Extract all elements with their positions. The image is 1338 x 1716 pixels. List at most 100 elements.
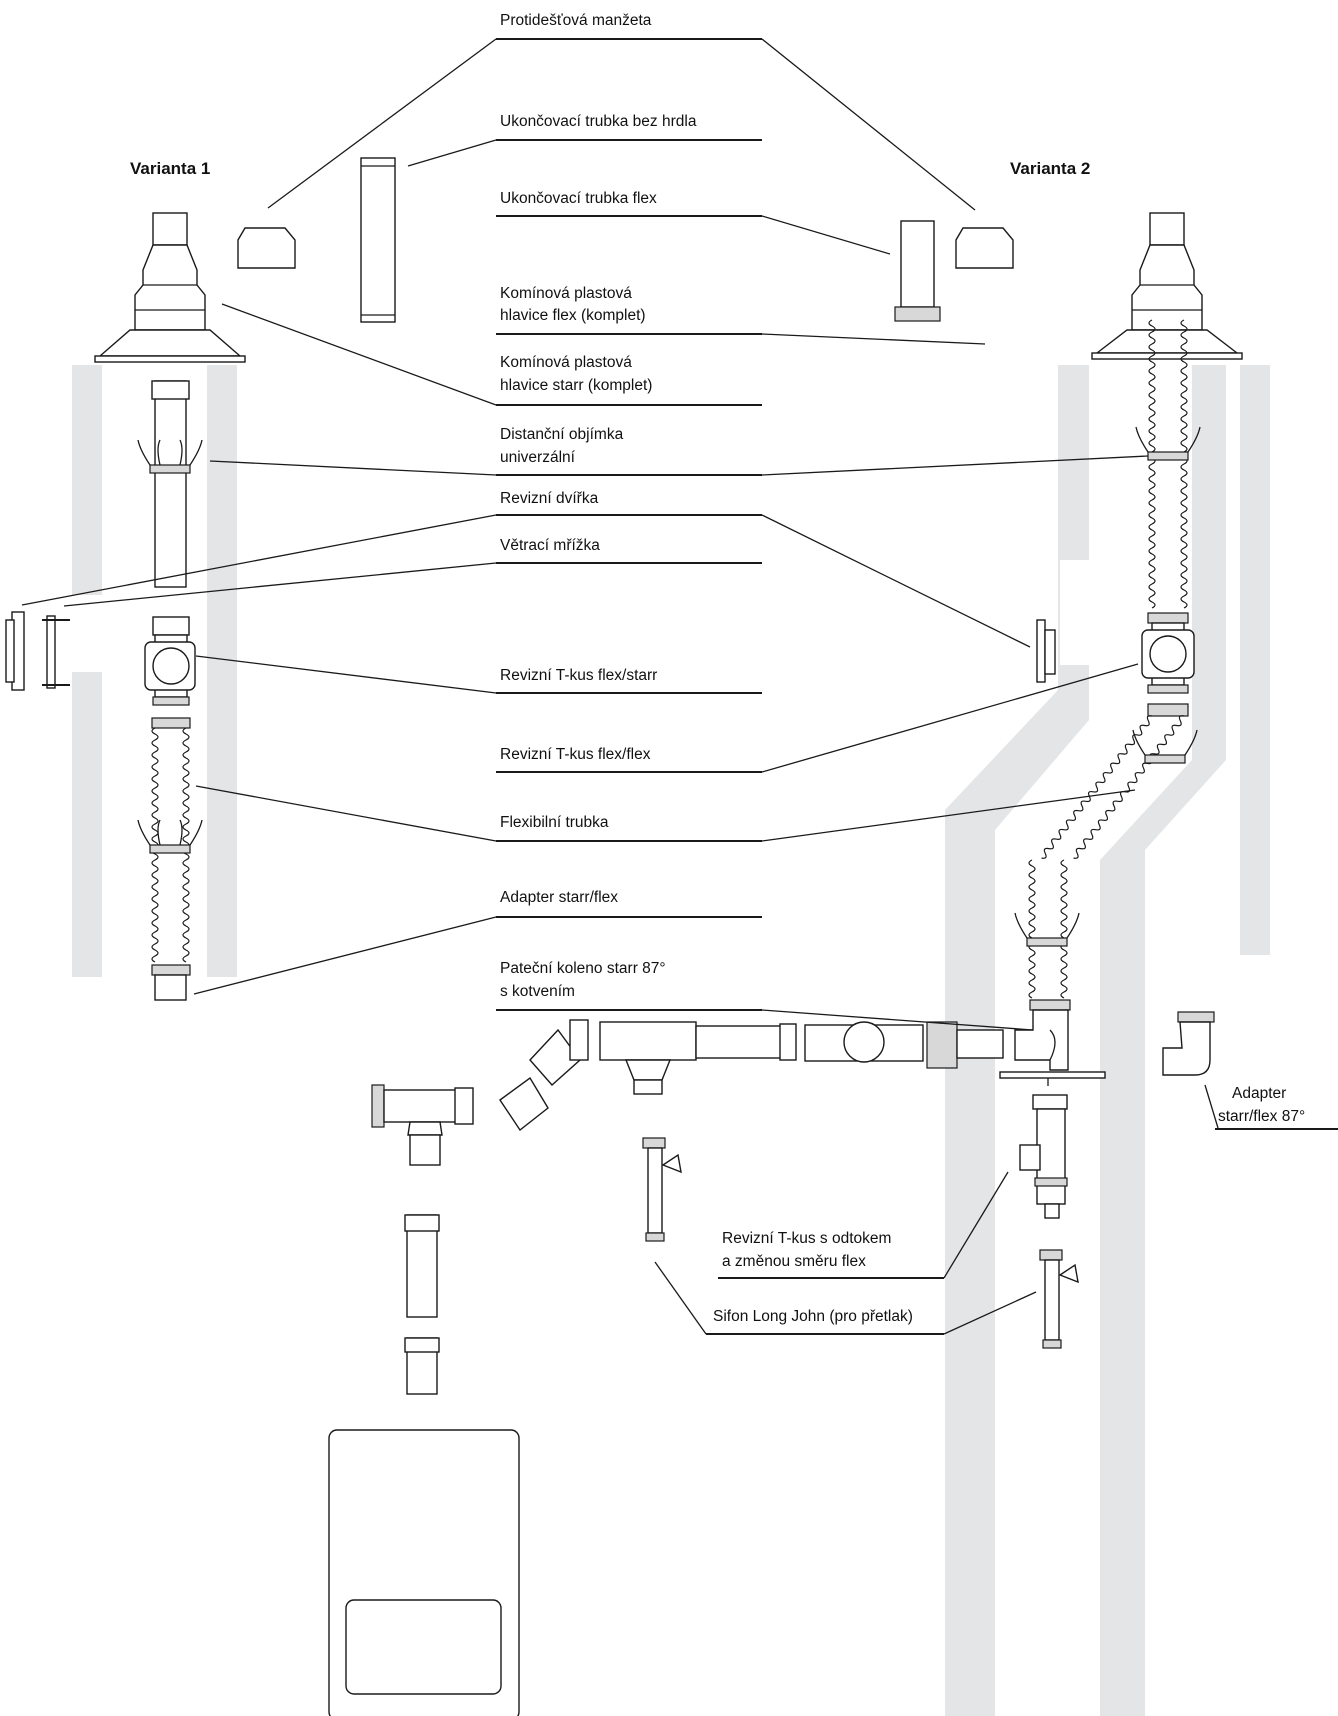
horizontal-pipe [695,1025,793,1059]
label-adapter-rigid-flex: Adapter starr/flex [500,889,618,906]
label-tee-flex-rigid: Revizní T-kus flex/starr [500,667,657,684]
label-chimney-head-flex-1: Komínová plastová [500,285,632,302]
v2-spacer-mid [1132,729,1198,764]
horizontal-connector [926,1021,958,1069]
adapter-87-part [1162,1021,1211,1076]
drain-tee-top [1032,1094,1068,1110]
v2-rain-collar [955,227,1014,269]
label-vent-grille: Větrací mřížka [500,537,600,554]
v2-base-bend-ring [1029,999,1071,1011]
label-spacer-2: univerzální [500,449,576,466]
drain-tee-ring [1034,1177,1068,1187]
v1-tee-ring [152,696,190,706]
label-inspection-door: Revizní dvířka [500,490,599,507]
shaft-v2-inner-right [1240,365,1270,955]
v2-spacer-lower [1014,912,1080,947]
horizontal-pipe-socket [779,1023,797,1061]
boiler-connection-pipe-upper-socket [404,1214,440,1232]
v1-rigid-pipe-socket [151,380,190,400]
lower-tee-branch [407,1121,443,1136]
label-siphon: Sifon Long John (pro přetlak) [713,1308,913,1325]
v2-inspection-door [1036,619,1046,683]
v1-rigid-pipe [154,380,187,588]
shaft-v1-right [207,365,237,977]
label-chimney-head-rigid-2: hlavice starr (komplet) [500,377,652,394]
label-underlines [496,38,1338,1335]
v2-tee-cover [1149,635,1187,673]
upper-tee-branch [624,1059,672,1081]
v2-flex-offset [1041,715,1185,859]
v2-flex-upper [1148,319,1188,609]
bend-45-lower [499,1076,549,1132]
v1-adapter [154,974,187,1001]
v2-siphon [1039,1249,1079,1349]
boiler-connection-pipe-upper [406,1214,438,1318]
label-adapter-87-2: starr/flex 87° [1218,1108,1305,1125]
v2-tee-bottom-ring [1147,684,1189,694]
v1-spacer-upper [137,439,203,474]
variant2-header: Varianta 2 [1010,159,1090,178]
shaft-v2-outer-left [1058,365,1089,560]
v2-tee-top-ring [1147,612,1189,624]
v2-inspection-door-plate [1044,629,1056,675]
label-spacer-1: Distanční objímka [500,426,624,443]
label-rain-collar: Protidešťová manžeta [500,12,652,29]
label-adapter-87-1: Adapter [1232,1085,1286,1102]
boiler-panel [345,1599,502,1695]
shaft-v2-outer-left-2 [945,665,1089,1716]
v1-head-base [94,355,246,363]
upper-tee-branch-socket [633,1079,663,1095]
variant1-header: Varianta 1 [130,159,210,178]
label-flexible-pipe: Flexibilní trubka [500,814,609,831]
drain-tee-body [1036,1108,1066,1205]
drain-tee-branch [1019,1144,1041,1171]
lower-tee-socket [454,1087,474,1125]
horizontal-tee-cover [843,1021,885,1063]
end-pipe-flex-part [900,220,935,308]
chimney-shafts [72,365,1270,1716]
v2-head-flashing [1094,329,1240,354]
lower-tee-end-cap [371,1084,385,1128]
horizontal-connection [328,1019,1004,1716]
adapter-87-ring [1177,1011,1215,1023]
v2-base-bend [1014,1009,1069,1071]
variant1-assembly [5,157,396,1001]
v1-head-cone [134,244,206,331]
lower-tee-branch-pipe [409,1134,441,1166]
v2-head-base [1091,352,1243,360]
label-end-pipe-no-socket: Ukončovací trubka bez hrdla [500,113,697,130]
label-tee-flex-flex: Revizní T-kus flex/flex [500,746,651,763]
end-pipe-no-socket-part [360,157,396,323]
v2-head-cone [1131,244,1203,331]
shaft-v1-left-upper [72,365,102,595]
leader-lines [21,38,1219,1335]
v1-tee-top-socket [152,616,190,636]
v1-siphon [642,1137,682,1242]
label-base-bend-1: Pateční koleno starr 87° [500,960,666,977]
horizontal-connector-end [956,1029,1004,1059]
label-base-bend-2: s kotvením [500,983,575,1000]
shaft-v1-left-lower [72,672,102,977]
v1-vent-grille [42,615,70,689]
drain-tee-outlet [1044,1203,1060,1219]
upper-tee-body [599,1021,697,1061]
variant2-assembly [894,212,1243,1349]
v2-flex-ring [1147,703,1189,717]
v2-head-top-pipe [1149,212,1185,246]
v1-rain-collar [237,227,296,269]
label-end-pipe-flex: Ukončovací trubka flex [500,190,657,207]
v1-head-flashing [98,329,242,357]
boiler-connection-pipe-lower-socket [404,1337,440,1353]
bend-45-upper-end [569,1019,589,1061]
label-chimney-head-flex-2: hlavice flex (komplet) [500,307,646,324]
end-pipe-flex-ring [894,306,941,322]
shaft-v2-right-2 [1100,365,1226,1716]
v1-inspection-door-plate [5,619,15,683]
label-drain-tee-2: a změnou směru flex [722,1253,866,1270]
v2-base-plate [999,1071,1106,1079]
v2-spacer-upper [1135,426,1201,461]
v1-head-top-pipe [152,212,188,246]
v1-spacer-lower [137,819,203,854]
label-chimney-head-rigid-1: Komínová plastová [500,354,632,371]
